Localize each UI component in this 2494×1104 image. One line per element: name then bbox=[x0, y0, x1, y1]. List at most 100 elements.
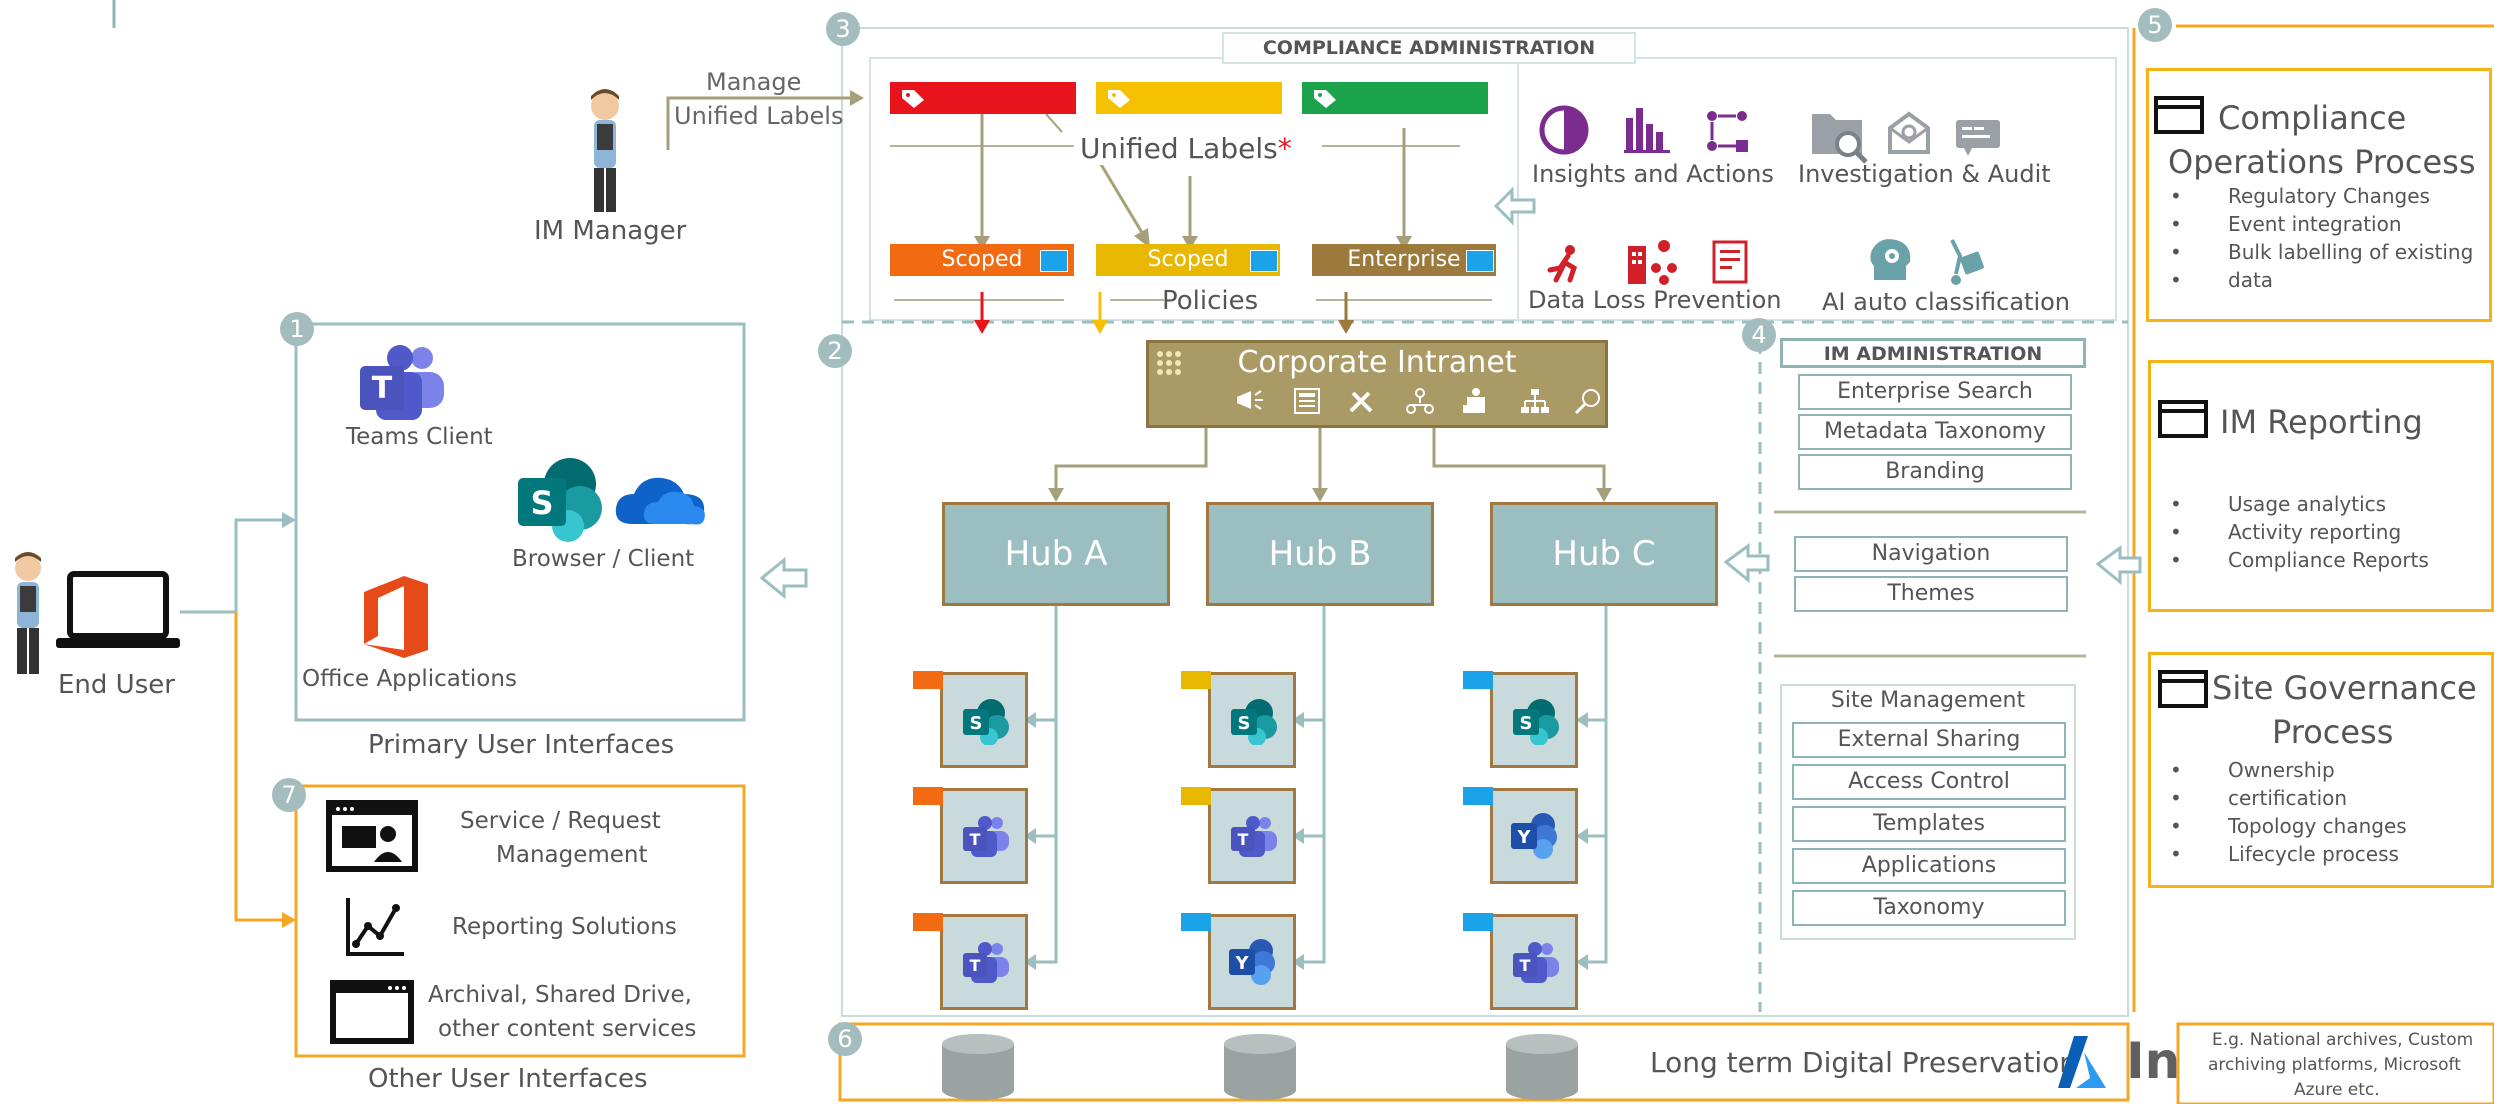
tools-icon[interactable] bbox=[1347, 387, 1375, 415]
policy-label: Scoped bbox=[941, 247, 1023, 272]
list-item: data bbox=[2170, 266, 2473, 294]
hub-c[interactable]: Hub C bbox=[1490, 502, 1718, 606]
window-icon bbox=[2158, 670, 2208, 708]
site-tile-yammer[interactable]: Y bbox=[1463, 787, 1578, 884]
site-mgmt-item[interactable]: Templates bbox=[1792, 806, 2066, 842]
azure-icon bbox=[2058, 1036, 2106, 1088]
im-admin-item[interactable]: Navigation bbox=[1794, 536, 2068, 572]
investigation-label: Investigation & Audit bbox=[1798, 160, 2051, 188]
dlp-label: Data Loss Prevention bbox=[1528, 286, 1782, 314]
department-icon[interactable] bbox=[1461, 387, 1491, 415]
section-3-badge: 3 bbox=[826, 12, 860, 46]
svg-text:T: T bbox=[1520, 956, 1531, 975]
site-tile-teams[interactable]: T bbox=[913, 787, 1028, 884]
site-management-title: Site Management bbox=[1830, 688, 2026, 713]
site-gov-list: Ownership certification Topology changes… bbox=[2170, 756, 2407, 868]
list-item: Ownership bbox=[2170, 756, 2407, 784]
list-item: Topology changes bbox=[2170, 812, 2407, 840]
end-user-label: End User bbox=[58, 670, 175, 700]
hub-b[interactable]: Hub B bbox=[1206, 502, 1434, 606]
svg-text:S: S bbox=[530, 484, 553, 522]
database-icon bbox=[942, 1034, 1014, 1100]
svg-text:T: T bbox=[970, 956, 981, 975]
ai-classification-label: AI auto classification bbox=[1822, 288, 2071, 316]
reporting-solutions-label: Reporting Solutions bbox=[452, 914, 677, 940]
corporate-intranet-banner[interactable]: Corporate Intranet bbox=[1146, 340, 1608, 428]
site-gov-box bbox=[2148, 652, 2494, 888]
yammer-icon: Y bbox=[1229, 939, 1275, 985]
site-mgmt-item[interactable]: External Sharing bbox=[1792, 722, 2066, 758]
compliance-ops-title-2: Operations Process bbox=[2168, 143, 2476, 181]
teams-icon: T bbox=[963, 816, 1009, 857]
window-icon bbox=[2154, 96, 2204, 134]
tag-icon bbox=[902, 90, 924, 108]
im-reporting-box bbox=[2148, 360, 2494, 612]
archival-label-2: other content services bbox=[438, 1016, 697, 1042]
unified-labels-text: Unified Labels bbox=[1080, 132, 1278, 165]
newspaper-icon[interactable] bbox=[1293, 387, 1321, 415]
policy-bar-enterprise: Enterprise bbox=[1312, 244, 1496, 276]
site-mgmt-item[interactable]: Applications bbox=[1792, 848, 2066, 884]
svg-text:Y: Y bbox=[1234, 953, 1249, 974]
im-manager-avatar bbox=[591, 89, 619, 212]
intranet-icon-row bbox=[1189, 385, 1601, 421]
onedrive-icon[interactable] bbox=[612, 470, 708, 528]
site-tile-teams[interactable]: T bbox=[1463, 913, 1578, 1010]
preservation-partial-text: In bbox=[2126, 1032, 2181, 1090]
sharepoint-icon[interactable]: S bbox=[514, 456, 608, 542]
preservation-note-2: archiving platforms, Microsoft bbox=[2208, 1055, 2461, 1075]
site-mgmt-item[interactable]: Taxonomy bbox=[1792, 890, 2066, 926]
database-icon bbox=[1506, 1034, 1578, 1100]
dlp-document-icon bbox=[1712, 240, 1748, 284]
search-people-icon[interactable] bbox=[1573, 387, 1603, 415]
im-admin-item[interactable]: Themes bbox=[1794, 576, 2068, 612]
actions-icon bbox=[1707, 111, 1748, 152]
hub-a[interactable]: Hub A bbox=[942, 502, 1170, 606]
svg-text:T: T bbox=[372, 371, 393, 406]
policy-label: Scoped bbox=[1147, 247, 1229, 272]
im-admin-item[interactable]: Enterprise Search bbox=[1798, 374, 2072, 410]
sharepoint-icon: S bbox=[1513, 699, 1559, 745]
sharepoint-icon: S bbox=[1231, 699, 1277, 745]
list-item: Usage analytics bbox=[2170, 490, 2429, 518]
site-gov-title-1: Site Governance bbox=[2212, 669, 2477, 707]
list-item: certification bbox=[2170, 784, 2407, 812]
reporting-chart-icon bbox=[346, 898, 404, 956]
database-icon bbox=[1224, 1034, 1296, 1100]
site-mgmt-item[interactable]: Access Control bbox=[1792, 764, 2066, 800]
site-tile-sharepoint[interactable]: S bbox=[1463, 671, 1578, 768]
site-tile-yammer[interactable]: Y bbox=[1181, 913, 1296, 1010]
people-network-icon[interactable] bbox=[1405, 387, 1435, 415]
im-manager-label: IM Manager bbox=[534, 216, 687, 246]
site-management-panel: Site Management bbox=[1780, 684, 2076, 940]
megaphone-icon[interactable] bbox=[1235, 387, 1265, 413]
service-request-label-1: Service / Request bbox=[460, 808, 661, 834]
service-request-label-2: Management bbox=[496, 842, 648, 868]
im-admin-item[interactable]: Metadata Taxonomy bbox=[1798, 414, 2072, 450]
site-tile-sharepoint[interactable]: S bbox=[913, 671, 1028, 768]
svg-text:Y: Y bbox=[1516, 827, 1531, 848]
site-color-tag bbox=[913, 787, 943, 805]
site-tile-teams[interactable]: T bbox=[913, 913, 1028, 1010]
site-tile-sharepoint[interactable]: S bbox=[1181, 671, 1296, 768]
section-6-badge: 6 bbox=[828, 1022, 862, 1056]
list-item: Bulk labelling of existing bbox=[2170, 238, 2473, 266]
office-icon[interactable] bbox=[356, 572, 436, 662]
site-color-tag bbox=[1181, 787, 1211, 805]
site-tile-teams[interactable]: T bbox=[1181, 787, 1296, 884]
archival-label-1: Archival, Shared Drive, bbox=[428, 982, 692, 1008]
policy-chip bbox=[1040, 250, 1068, 272]
teams-icon: T bbox=[963, 942, 1009, 983]
sitemap-icon[interactable] bbox=[1519, 387, 1551, 415]
audit-icon bbox=[1956, 120, 2000, 156]
site-gov-title-2: Process bbox=[2272, 713, 2394, 751]
compliance-ops-box bbox=[2146, 68, 2492, 322]
policy-chip bbox=[1250, 250, 1278, 272]
im-admin-item[interactable]: Branding bbox=[1798, 454, 2072, 490]
svg-text:S: S bbox=[1520, 713, 1533, 734]
teams-icon[interactable]: T bbox=[356, 344, 448, 424]
insights-icon bbox=[1539, 105, 1589, 155]
service-request-icon bbox=[326, 800, 418, 872]
insights-label: Insights and Actions bbox=[1532, 160, 1774, 188]
